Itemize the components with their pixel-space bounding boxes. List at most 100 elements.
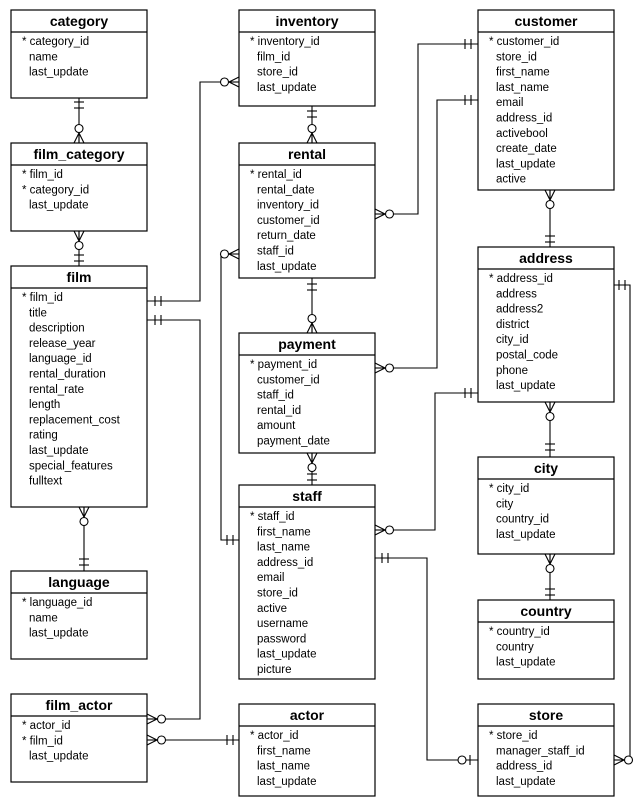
field-row: last_update xyxy=(496,158,555,170)
field-row: last_update xyxy=(496,657,555,669)
table-title: language xyxy=(48,574,110,590)
relationship-line xyxy=(147,319,201,720)
table-title: rental xyxy=(288,146,326,162)
many-marker xyxy=(544,553,556,574)
one-marker xyxy=(464,39,472,49)
field-row: active xyxy=(496,174,526,186)
field-row: return_date xyxy=(257,230,316,242)
one-marker xyxy=(464,95,472,105)
relationship-line xyxy=(147,81,239,302)
relationship-line xyxy=(614,284,631,761)
table-title: film_actor xyxy=(46,697,113,713)
one-marker xyxy=(545,588,555,596)
field-row: replacement_cost xyxy=(29,414,121,426)
field-row: * store_id xyxy=(489,730,538,742)
field-row: last_name xyxy=(257,542,310,554)
field-row: store_id xyxy=(257,588,298,600)
field-row: * film_id xyxy=(22,292,63,304)
many-marker xyxy=(374,362,395,374)
relationship-line xyxy=(220,253,239,541)
relationship-line xyxy=(375,43,478,215)
many-marker xyxy=(146,713,167,725)
field-row: staff_id xyxy=(257,246,294,258)
field-row: email xyxy=(496,97,523,109)
field-row: last_name xyxy=(257,761,310,773)
field-row: name xyxy=(29,612,58,624)
one-marker xyxy=(79,558,89,566)
field-row: store_id xyxy=(257,67,298,79)
table-title: address xyxy=(519,250,573,266)
table-box xyxy=(10,693,148,783)
field-row: customer_id xyxy=(257,215,320,227)
field-row: first_name xyxy=(257,526,311,538)
field-row: * film_id xyxy=(22,169,63,181)
one-marker xyxy=(154,315,162,325)
table-rental: rental * rental_id rental_date inventory_id… xyxy=(238,142,376,279)
field-row: active xyxy=(257,603,287,615)
one-marker xyxy=(154,296,162,306)
one-marker xyxy=(545,235,555,243)
field-row: description xyxy=(29,323,85,335)
field-row: rental_date xyxy=(257,184,315,196)
field-row: inventory_id xyxy=(257,200,319,212)
table-title: country xyxy=(520,603,572,619)
field-row: special_features xyxy=(29,460,113,472)
table-box xyxy=(238,703,376,797)
entity-tables: category* category_idnamelast_updatefilm… xyxy=(10,9,615,797)
table-title: staff xyxy=(292,488,322,504)
one-marker xyxy=(545,443,555,451)
field-row: last_update xyxy=(257,82,316,94)
one-marker xyxy=(381,553,389,563)
many-marker xyxy=(374,524,395,536)
many-marker xyxy=(306,123,318,144)
many-marker xyxy=(219,76,240,88)
field-row: * payment_id xyxy=(250,359,317,371)
table-box xyxy=(477,456,615,555)
field-row: address xyxy=(496,288,537,300)
field-row: last_update xyxy=(29,445,88,457)
one-marker xyxy=(307,473,317,481)
table-store: store* store_idmanager_staff_idaddress_i… xyxy=(477,703,615,797)
table-payment: payment* payment_idcustomer_idstaff_idre… xyxy=(238,332,376,454)
table-film: film* film_idtitledescriptionrelease_yea… xyxy=(10,265,148,508)
table-title: customer xyxy=(514,13,578,29)
field-row: length xyxy=(29,399,60,411)
field-row: country xyxy=(496,641,534,653)
table-box xyxy=(238,332,376,454)
field-row: language_id xyxy=(29,353,92,365)
table-box xyxy=(10,142,148,232)
many-marker xyxy=(613,754,634,766)
table-box xyxy=(477,246,615,403)
table-box xyxy=(238,9,376,107)
field-row: * inventory_id xyxy=(250,36,320,48)
table-title: store xyxy=(529,707,563,723)
field-row: * rental_id xyxy=(250,169,302,181)
table-box xyxy=(477,703,615,797)
field-row: staff_id xyxy=(257,390,294,402)
field-row: country_id xyxy=(496,514,549,526)
field-row: address2 xyxy=(496,304,543,316)
many-marker xyxy=(146,734,167,746)
field-row: rating xyxy=(29,430,58,442)
field-row: fulltext xyxy=(29,476,63,488)
relationship-line xyxy=(375,99,478,369)
field-row: address_id xyxy=(496,113,552,125)
table-inventory: inventory* inventory_idfilm_idstore_idla… xyxy=(238,9,376,107)
field-row: last_update xyxy=(257,261,316,273)
field-row: rental_duration xyxy=(29,369,106,381)
field-row: * category_id xyxy=(22,36,89,48)
field-row: title xyxy=(29,307,47,319)
field-row: * language_id xyxy=(22,597,92,609)
field-row: last_update xyxy=(29,751,88,763)
field-row: release_year xyxy=(29,338,96,350)
field-row: postal_code xyxy=(496,350,558,362)
field-row: create_date xyxy=(496,143,557,155)
field-row: password xyxy=(257,633,306,645)
table-film-category: film_category* film_id* category_idlast_… xyxy=(10,142,148,232)
field-row: * city_id xyxy=(489,483,529,495)
